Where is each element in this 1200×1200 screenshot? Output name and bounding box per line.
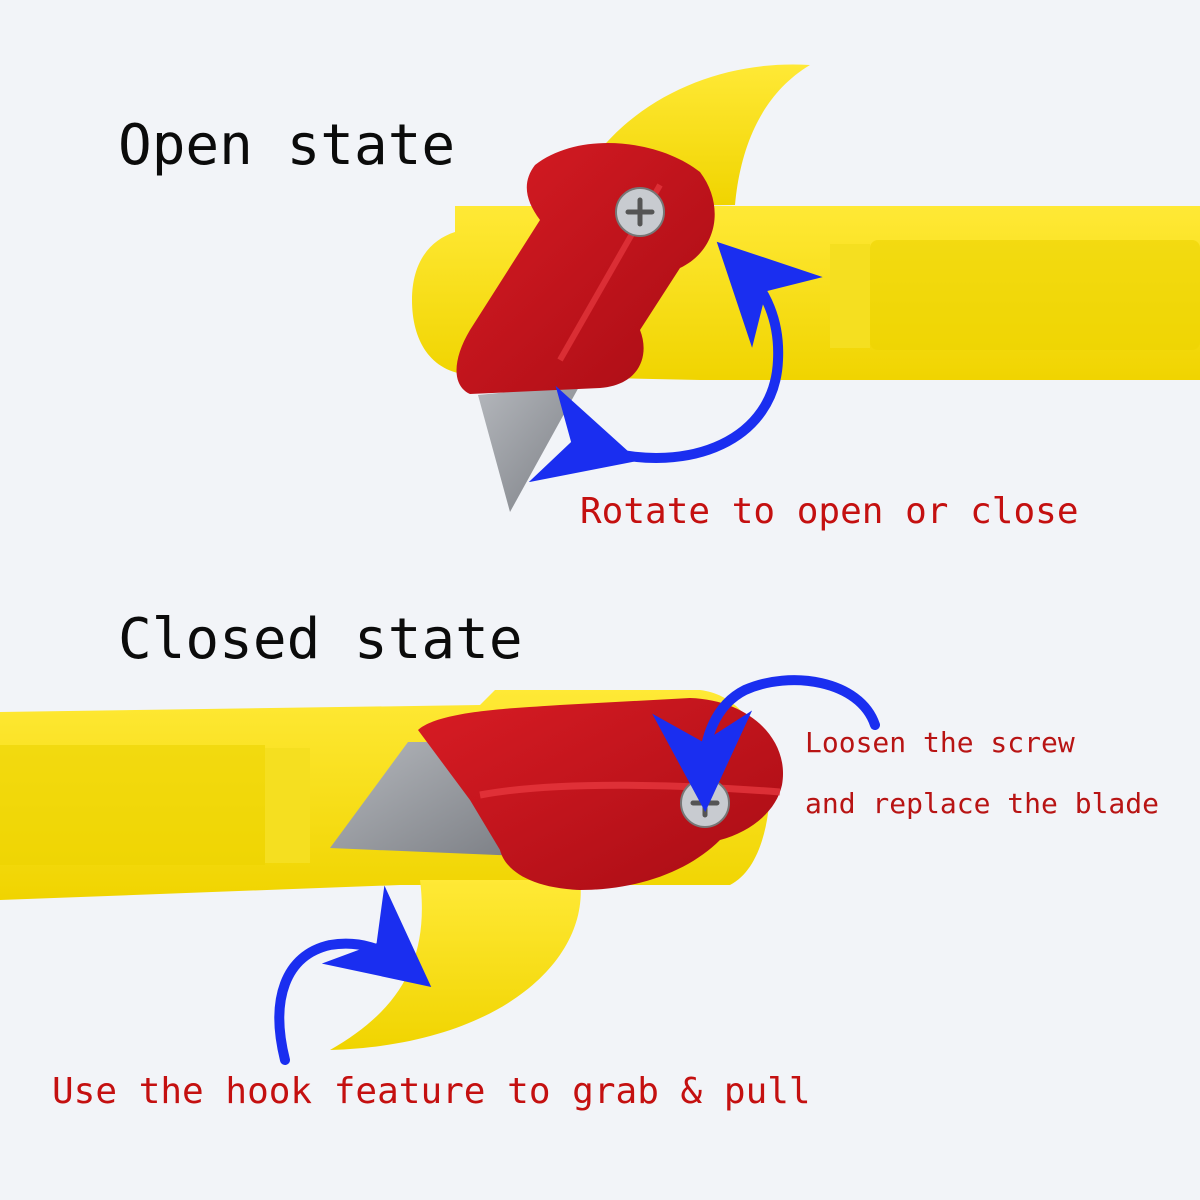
hook-caption: Use the hook feature to grab & pull [52,1071,811,1112]
open-state-title: Open state [118,113,456,178]
screw-icon [680,778,730,828]
curved-arrow-icon [274,885,432,1065]
cutter-closed [0,690,784,1050]
curved-arrow-icon [652,675,880,812]
closed-state-title: Closed state [118,607,523,672]
cutter-closed-groove [0,745,265,865]
cutter-open-blade [478,385,580,512]
curved-arrow-icon [528,241,823,483]
loosen-caption-line2: and replace the blade [805,787,1160,820]
rotate-caption: Rotate to open or close [580,491,1079,532]
cutter-closed-hook [330,880,581,1050]
screw-icon [615,187,665,237]
loosen-caption-line1: Loosen the screw [805,726,1075,759]
cutter-open-groove [870,240,1200,350]
cutter-open [412,64,1200,512]
